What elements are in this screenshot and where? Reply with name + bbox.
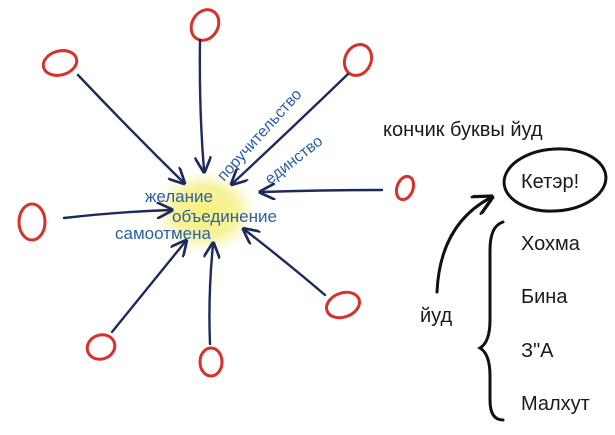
ring-left (17, 202, 47, 242)
sefira-4: Малхут (521, 393, 590, 415)
ring-top-right (342, 42, 374, 78)
panel-title: кончик буквы йуд (383, 119, 543, 141)
ring-bottom-right (325, 290, 361, 320)
arrow-from-right (262, 190, 384, 192)
label-right-arrow: единство (262, 133, 326, 188)
arrows (62, 38, 384, 346)
arrow-from-bottom (209, 245, 213, 346)
curly-brace (477, 220, 505, 422)
ring-bottom (198, 346, 224, 378)
sefira-1: Хохма (521, 233, 581, 255)
ring-top (189, 8, 221, 42)
arrow-from-bottom-left (110, 242, 185, 334)
sefira-2: Бина (521, 286, 568, 308)
center-word-2: объединение (172, 207, 277, 226)
ring-top-left (41, 49, 79, 77)
yud-label: йуд (420, 305, 453, 327)
arrow-from-top (200, 38, 204, 170)
yud-arrow (435, 198, 490, 294)
arrow-from-bottom-right (245, 230, 327, 297)
people-rings (17, 8, 416, 378)
center-glow (153, 170, 257, 254)
arrow-from-left (62, 210, 170, 220)
arrow-from-top-right (233, 72, 350, 183)
arrow-from-top-left (76, 73, 183, 182)
sefira-3: З"А (521, 340, 554, 362)
center-word-1: желание (145, 187, 213, 206)
ring-right (394, 174, 416, 202)
center-word-3: самоотмена (115, 224, 211, 243)
keter-circle (502, 147, 608, 213)
ring-bottom-left (85, 333, 117, 361)
keter-label: Кетэр! (521, 171, 579, 193)
